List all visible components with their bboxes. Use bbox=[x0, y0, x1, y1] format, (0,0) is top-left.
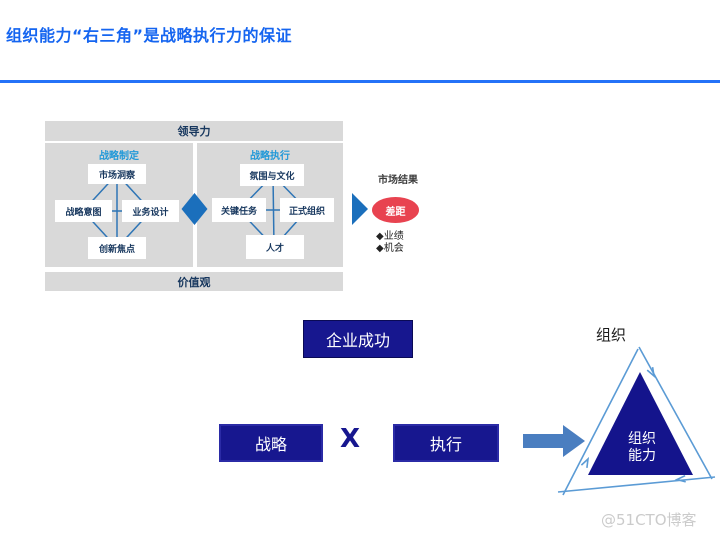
capability-triangle bbox=[557, 346, 716, 496]
diamond-icon bbox=[181, 193, 208, 225]
multiply-operator: X bbox=[340, 424, 361, 454]
capability-line1: 组织 bbox=[628, 431, 656, 447]
page-title: 组织能力“右三角”是战略执行力的保证 bbox=[6, 26, 293, 45]
gap-badge: 差距 bbox=[372, 197, 419, 223]
market-results-label: 市场结果 bbox=[378, 175, 418, 186]
cycle-arrows-icon bbox=[557, 346, 716, 496]
organization-capability-text: 组织 能力 bbox=[614, 431, 670, 465]
block-arrow-right-icon bbox=[523, 425, 585, 457]
bullet-opportunity: ◆机会 bbox=[376, 243, 404, 254]
title-divider bbox=[0, 80, 720, 83]
market-bullets: ◆业绩 ◆机会 bbox=[376, 231, 404, 255]
values-band: 价值观 bbox=[45, 272, 343, 291]
enterprise-success-box: 企业成功 bbox=[303, 320, 413, 358]
capability-line2: 能力 bbox=[628, 448, 656, 464]
leadership-label: 领导力 bbox=[177, 125, 211, 138]
triangle-shape bbox=[588, 372, 693, 475]
execution-box: 执行 bbox=[393, 424, 499, 462]
box-climate-culture: 氛围与文化 bbox=[240, 164, 304, 186]
organization-label: 组织 bbox=[596, 326, 627, 344]
box-formal-organization: 正式组织 bbox=[280, 198, 334, 222]
leadership-band: 领导力 bbox=[45, 121, 343, 141]
box-business-design: 业务设计 bbox=[122, 200, 179, 222]
box-innovation-focus: 创新焦点 bbox=[88, 237, 146, 259]
bullet-performance: ◆业绩 bbox=[376, 231, 404, 242]
strategy-execution-label: 战略执行 bbox=[250, 151, 290, 162]
box-talent: 人才 bbox=[246, 235, 304, 259]
values-label: 价值观 bbox=[177, 275, 211, 289]
strategy-box: 战略 bbox=[219, 424, 323, 462]
box-strategic-intent: 战略意图 bbox=[55, 200, 112, 222]
strategy-formulation-label: 战略制定 bbox=[99, 151, 139, 162]
box-key-tasks: 关键任务 bbox=[212, 198, 266, 222]
right-arrow-icon bbox=[352, 193, 368, 225]
watermark: @51CTO博客 bbox=[601, 511, 697, 529]
box-market-insight: 市场洞察 bbox=[88, 164, 146, 184]
